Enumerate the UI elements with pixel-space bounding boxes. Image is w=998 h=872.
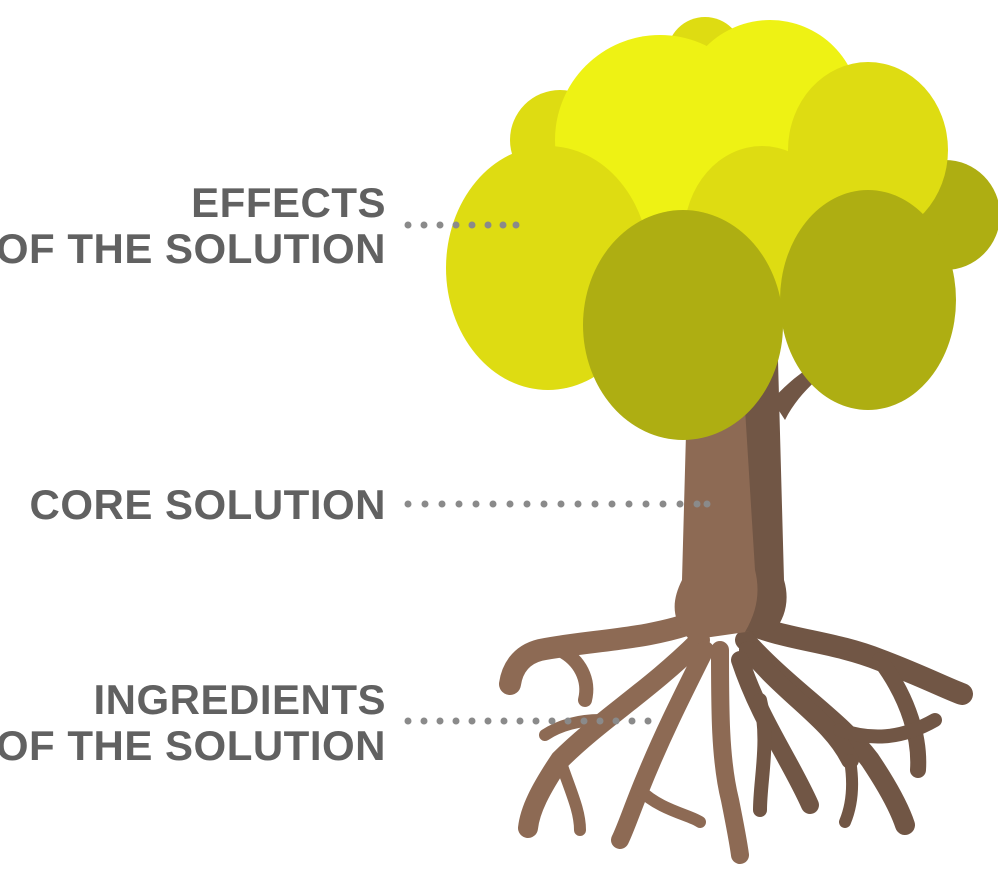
leader-dots [404,221,711,725]
core-label: CORE SOLUTION [29,482,386,528]
ingredients-leader-dots [404,717,652,725]
ingredients-label: INGREDIENTS OF THE SOLUTION [0,677,386,769]
roots-dark [731,609,973,835]
ingredients-label-line1: INGREDIENTS [93,676,386,723]
foliage [446,17,998,440]
roots-light [499,609,749,864]
ingredients-label-line2: OF THE SOLUTION [0,722,386,769]
core-leader-dots [404,500,711,508]
effects-leader-dots [404,221,520,229]
effects-label: EFFECTS OF THE SOLUTION [0,180,386,272]
core-label-line1: CORE SOLUTION [29,481,386,528]
effects-label-line2: OF THE SOLUTION [0,225,386,272]
effects-label-line1: EFFECTS [191,179,386,226]
